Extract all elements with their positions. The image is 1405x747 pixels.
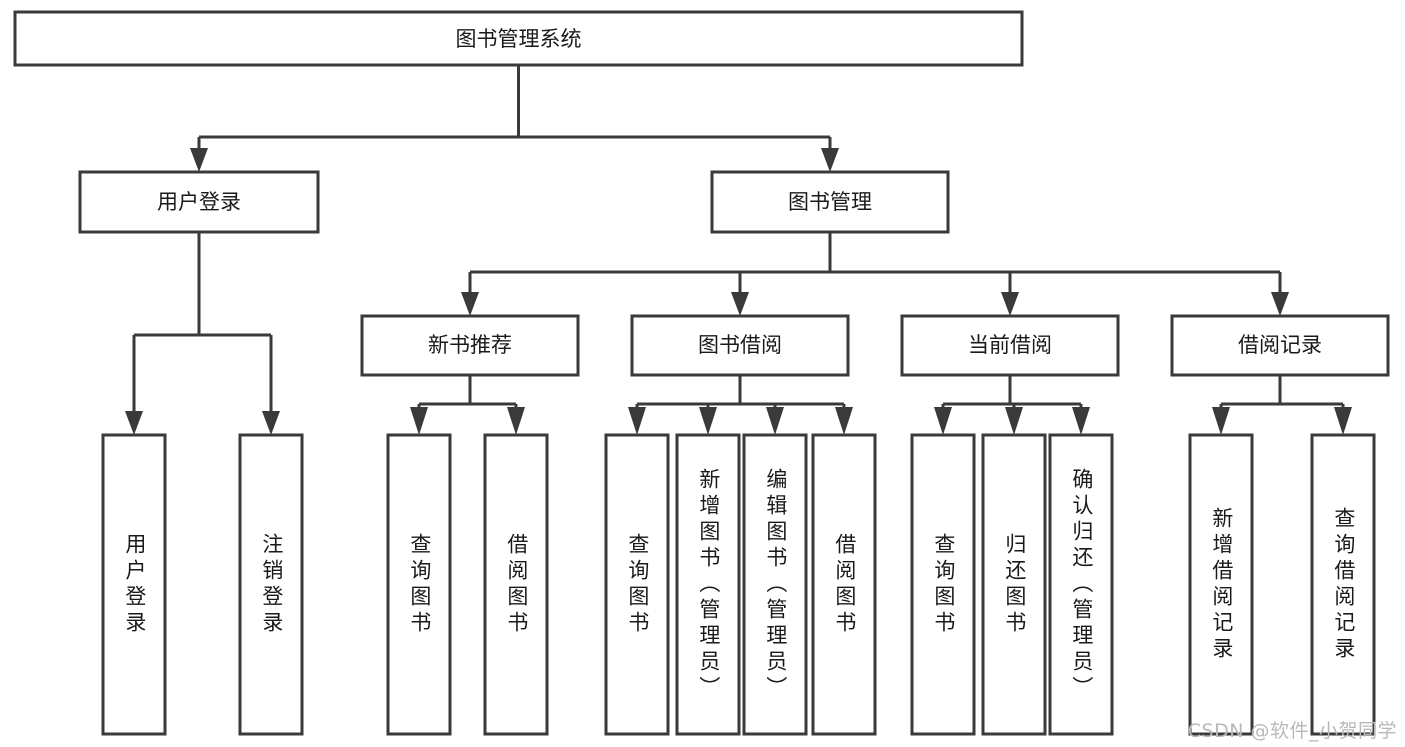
arrow-head-borrow-record bbox=[1271, 292, 1289, 316]
node-user-login-label: 用户登录 bbox=[157, 190, 241, 214]
arrow-head-leaf-add-book-admin bbox=[699, 407, 717, 435]
arrow-head-leaf-query-book-rec bbox=[410, 407, 428, 435]
node-book-borrow-rect[interactable] bbox=[630, 314, 850, 377]
node-layer: 图书管理系统 用户登录 图书管理 新书推荐 图书借阅 当前 bbox=[13, 10, 1390, 736]
arrow-head-leaf-query-book-cur bbox=[934, 407, 952, 435]
arrow-head-leaf-user-login bbox=[125, 411, 143, 435]
node-leaf-borrow-book-rect[interactable] bbox=[811, 433, 877, 736]
node-root[interactable]: 图书管理系统 bbox=[13, 10, 1024, 67]
arrow-head-leaf-borrow-book-rec bbox=[507, 407, 525, 435]
node-leaf-add-book-admin-rect[interactable] bbox=[675, 433, 741, 736]
node-new-book-recommend[interactable]: 新书推荐 bbox=[360, 314, 580, 377]
node-current-borrow-label: 当前借阅 bbox=[968, 333, 1052, 357]
arrow-head-book-borrow bbox=[731, 292, 749, 316]
node-leaf-add-borrow-record-rect[interactable] bbox=[1188, 433, 1254, 736]
node-root-label: 图书管理系统 bbox=[456, 27, 582, 51]
arrow-head-leaf-query-borrow-record bbox=[1334, 407, 1352, 435]
arrow-head-leaf-query-book-borrow bbox=[628, 407, 646, 435]
arrow-head-leaf-user-logout bbox=[262, 411, 280, 435]
node-leaf-user-logout-rect[interactable] bbox=[238, 433, 304, 736]
node-new-book-recommend-label: 新书推荐 bbox=[428, 333, 512, 357]
node-leaf-confirm-return-admin-rect[interactable] bbox=[1048, 433, 1114, 736]
node-leaf-return-book-rect[interactable] bbox=[981, 433, 1047, 736]
node-new-book-recommend-rect[interactable] bbox=[360, 314, 580, 377]
arrow-head-new-book-recommend bbox=[461, 292, 479, 316]
node-book-borrow-label: 图书借阅 bbox=[698, 333, 782, 357]
node-current-borrow[interactable]: 当前借阅 bbox=[900, 314, 1120, 377]
leaf-node-layer bbox=[101, 433, 1376, 736]
node-leaf-query-book-rec-rect[interactable] bbox=[386, 433, 452, 736]
node-root-rect[interactable] bbox=[13, 10, 1024, 67]
node-borrow-record[interactable]: 借阅记录 bbox=[1170, 314, 1390, 377]
node-user-login-rect[interactable] bbox=[78, 170, 320, 234]
arrow-head-book-manage bbox=[821, 148, 839, 172]
node-leaf-query-book-cur-rect[interactable] bbox=[910, 433, 976, 736]
connector-layer bbox=[125, 65, 1352, 435]
node-book-manage-rect[interactable] bbox=[710, 170, 950, 234]
node-leaf-query-book-borrow-rect[interactable] bbox=[604, 433, 670, 736]
node-book-manage[interactable]: 图书管理 bbox=[710, 170, 950, 234]
node-leaf-query-borrow-record-rect[interactable] bbox=[1310, 433, 1376, 736]
node-borrow-record-label: 借阅记录 bbox=[1238, 333, 1322, 357]
arrow-head-leaf-add-borrow-record bbox=[1212, 407, 1230, 435]
node-book-manage-label: 图书管理 bbox=[788, 190, 872, 214]
csdn-watermark: CSDN @软件_小贺同学 bbox=[1187, 720, 1397, 742]
node-current-borrow-rect[interactable] bbox=[900, 314, 1120, 377]
arrow-head-leaf-return-book bbox=[1005, 407, 1023, 435]
arrow-head-user-login bbox=[190, 148, 208, 172]
arrow-head-current-borrow bbox=[1001, 292, 1019, 316]
node-leaf-edit-book-admin-rect[interactable] bbox=[742, 433, 808, 736]
node-book-borrow[interactable]: 图书借阅 bbox=[630, 314, 850, 377]
node-user-login[interactable]: 用户登录 bbox=[78, 170, 320, 234]
node-borrow-record-rect[interactable] bbox=[1170, 314, 1390, 377]
arrow-head-leaf-edit-book-admin bbox=[766, 407, 784, 435]
arrow-head-leaf-borrow-book bbox=[835, 407, 853, 435]
node-leaf-borrow-book-rec-rect[interactable] bbox=[483, 433, 549, 736]
node-leaf-user-login-rect[interactable] bbox=[101, 433, 167, 736]
arrow-head-leaf-confirm-return-admin bbox=[1072, 407, 1090, 435]
